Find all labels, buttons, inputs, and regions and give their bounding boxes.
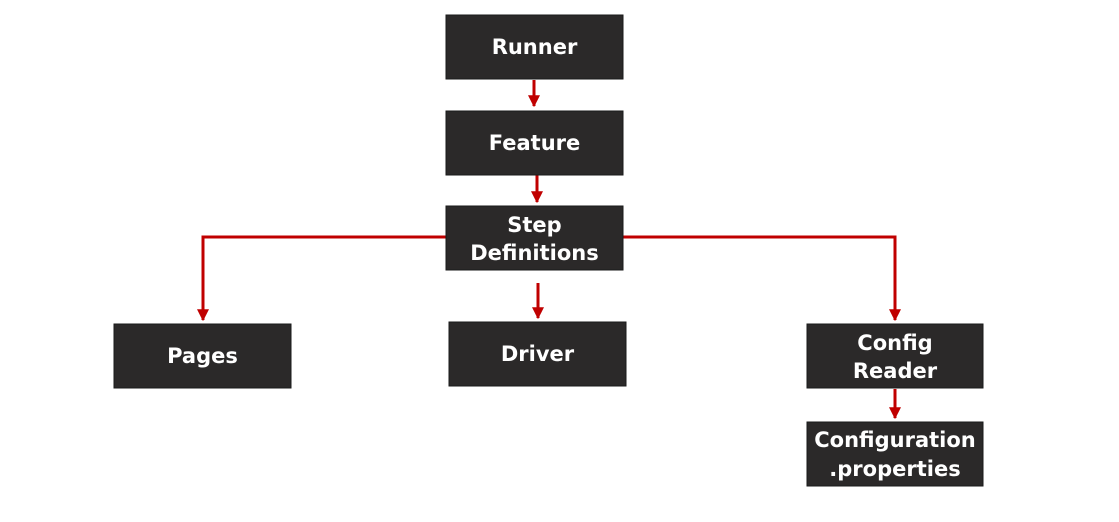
node-configuration-properties: Configuration .properties bbox=[806, 421, 984, 487]
node-driver-label: Driver bbox=[501, 342, 575, 366]
node-pages-label: Pages bbox=[167, 344, 238, 368]
node-step-definitions-label-line2: Definitions bbox=[470, 241, 599, 265]
node-configuration-properties-label-line2: .properties bbox=[829, 457, 960, 481]
node-feature: Feature bbox=[445, 110, 624, 176]
node-driver: Driver bbox=[448, 321, 627, 387]
node-config-reader-label-line1: Config bbox=[857, 331, 932, 355]
node-runner-label: Runner bbox=[492, 35, 578, 59]
node-feature-label: Feature bbox=[489, 131, 581, 155]
edge-step-definitions-to-pages bbox=[197, 235, 446, 322]
node-step-definitions: Step Definitions bbox=[445, 205, 624, 271]
edge-step-definitions-to-config-reader bbox=[623, 235, 901, 322]
node-step-definitions-label-line1: Step bbox=[507, 213, 561, 237]
node-pages: Pages bbox=[113, 323, 292, 389]
node-config-reader: Config Reader bbox=[806, 323, 984, 389]
node-config-reader-label-line2: Reader bbox=[853, 359, 938, 383]
node-runner: Runner bbox=[445, 14, 624, 80]
node-configuration-properties-label-line1: Configuration bbox=[814, 428, 975, 452]
